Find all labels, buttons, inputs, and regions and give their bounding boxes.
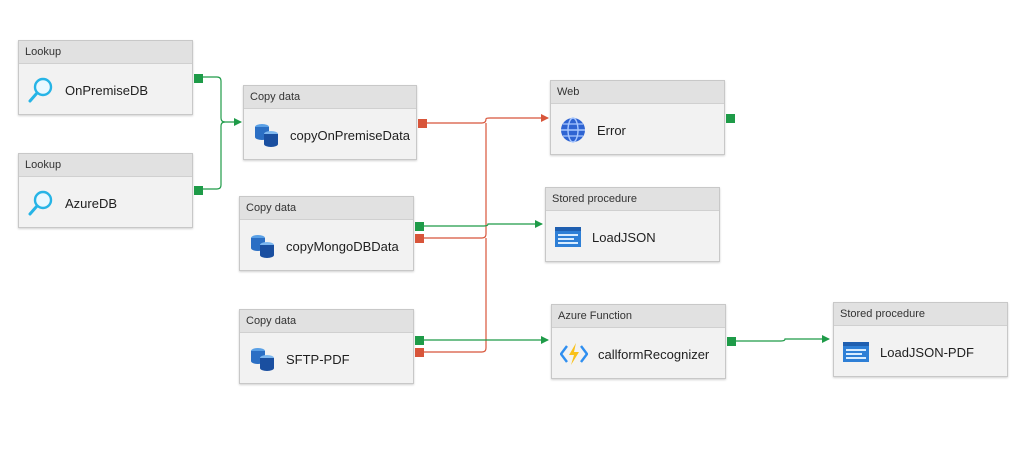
activity-type-label: Web xyxy=(551,81,724,104)
database-copy-icon xyxy=(251,235,274,258)
success-output-port[interactable] xyxy=(727,337,736,346)
success-connector-azuredb-copy xyxy=(202,121,226,190)
failure-connector-sftp-error xyxy=(422,238,487,353)
activity-copy-mongodbdata[interactable]: Copy data copyMongoDBData xyxy=(239,196,424,271)
activity-copy-onpremisedata[interactable]: Copy data copyOnPremiseData xyxy=(243,85,427,160)
activity-name: OnPremiseDB xyxy=(65,82,149,98)
activity-name: copyOnPremiseData xyxy=(290,127,410,143)
activity-name: AzureDB xyxy=(65,195,118,211)
stored-procedure-icon xyxy=(843,342,869,362)
activity-azurefunction-callformrecognizer[interactable]: Azure Function callformRecognizer xyxy=(551,304,736,379)
success-connector-copymongo-loadjson xyxy=(422,220,543,228)
activity-type-label: Copy data xyxy=(240,310,413,333)
activity-type-label: Azure Function xyxy=(552,305,725,328)
success-connector-function-loadjsonpdf xyxy=(735,335,830,343)
failure-output-port[interactable] xyxy=(418,119,427,128)
database-copy-icon xyxy=(251,348,274,371)
failure-connector-copymongo-error xyxy=(422,123,487,239)
activity-storedprocedure-loadjson[interactable]: Stored procedure LoadJSON xyxy=(545,187,720,262)
activity-name: LoadJSON-PDF xyxy=(880,344,974,360)
activity-name: callformRecognizer xyxy=(598,346,710,362)
lookup-icon xyxy=(28,77,53,103)
activity-type-label: Stored procedure xyxy=(546,188,719,211)
failure-output-port[interactable] xyxy=(415,348,424,357)
activity-type-label: Copy data xyxy=(240,197,413,220)
activity-type-label: Lookup xyxy=(19,154,192,177)
azure-function-icon xyxy=(560,343,588,365)
success-output-port[interactable] xyxy=(415,222,424,231)
activity-storedprocedure-loadjson-pdf[interactable]: Stored procedure LoadJSON-PDF xyxy=(833,302,1008,377)
activity-lookup-onpremisedb[interactable]: Lookup OnPremiseDB xyxy=(18,40,203,115)
activity-web-error[interactable]: Web Error xyxy=(550,80,735,155)
activity-type-label: Stored procedure xyxy=(834,303,1007,326)
stored-procedure-icon xyxy=(555,227,581,247)
success-output-port[interactable] xyxy=(194,186,203,195)
activity-name: LoadJSON xyxy=(592,229,656,245)
success-output-port[interactable] xyxy=(726,114,735,123)
success-connector-onpremdb-copy xyxy=(202,76,242,126)
activity-lookup-azuredb[interactable]: Lookup AzureDB xyxy=(18,153,203,228)
lookup-icon xyxy=(28,190,53,216)
activity-type-label: Copy data xyxy=(244,86,416,109)
activity-name: copyMongoDBData xyxy=(286,238,399,254)
activity-name: SFTP-PDF xyxy=(286,351,350,367)
activity-copy-sftp-pdf[interactable]: Copy data SFTP-PDF xyxy=(239,309,424,384)
failure-output-port[interactable] xyxy=(415,234,424,243)
globe-icon xyxy=(561,117,585,143)
activity-type-label: Lookup xyxy=(19,41,192,64)
success-output-port[interactable] xyxy=(415,336,424,345)
failure-connector-copyonpremise-error xyxy=(426,114,549,124)
success-output-port[interactable] xyxy=(194,74,203,83)
activity-name: Error xyxy=(597,122,626,138)
database-copy-icon xyxy=(255,124,278,147)
